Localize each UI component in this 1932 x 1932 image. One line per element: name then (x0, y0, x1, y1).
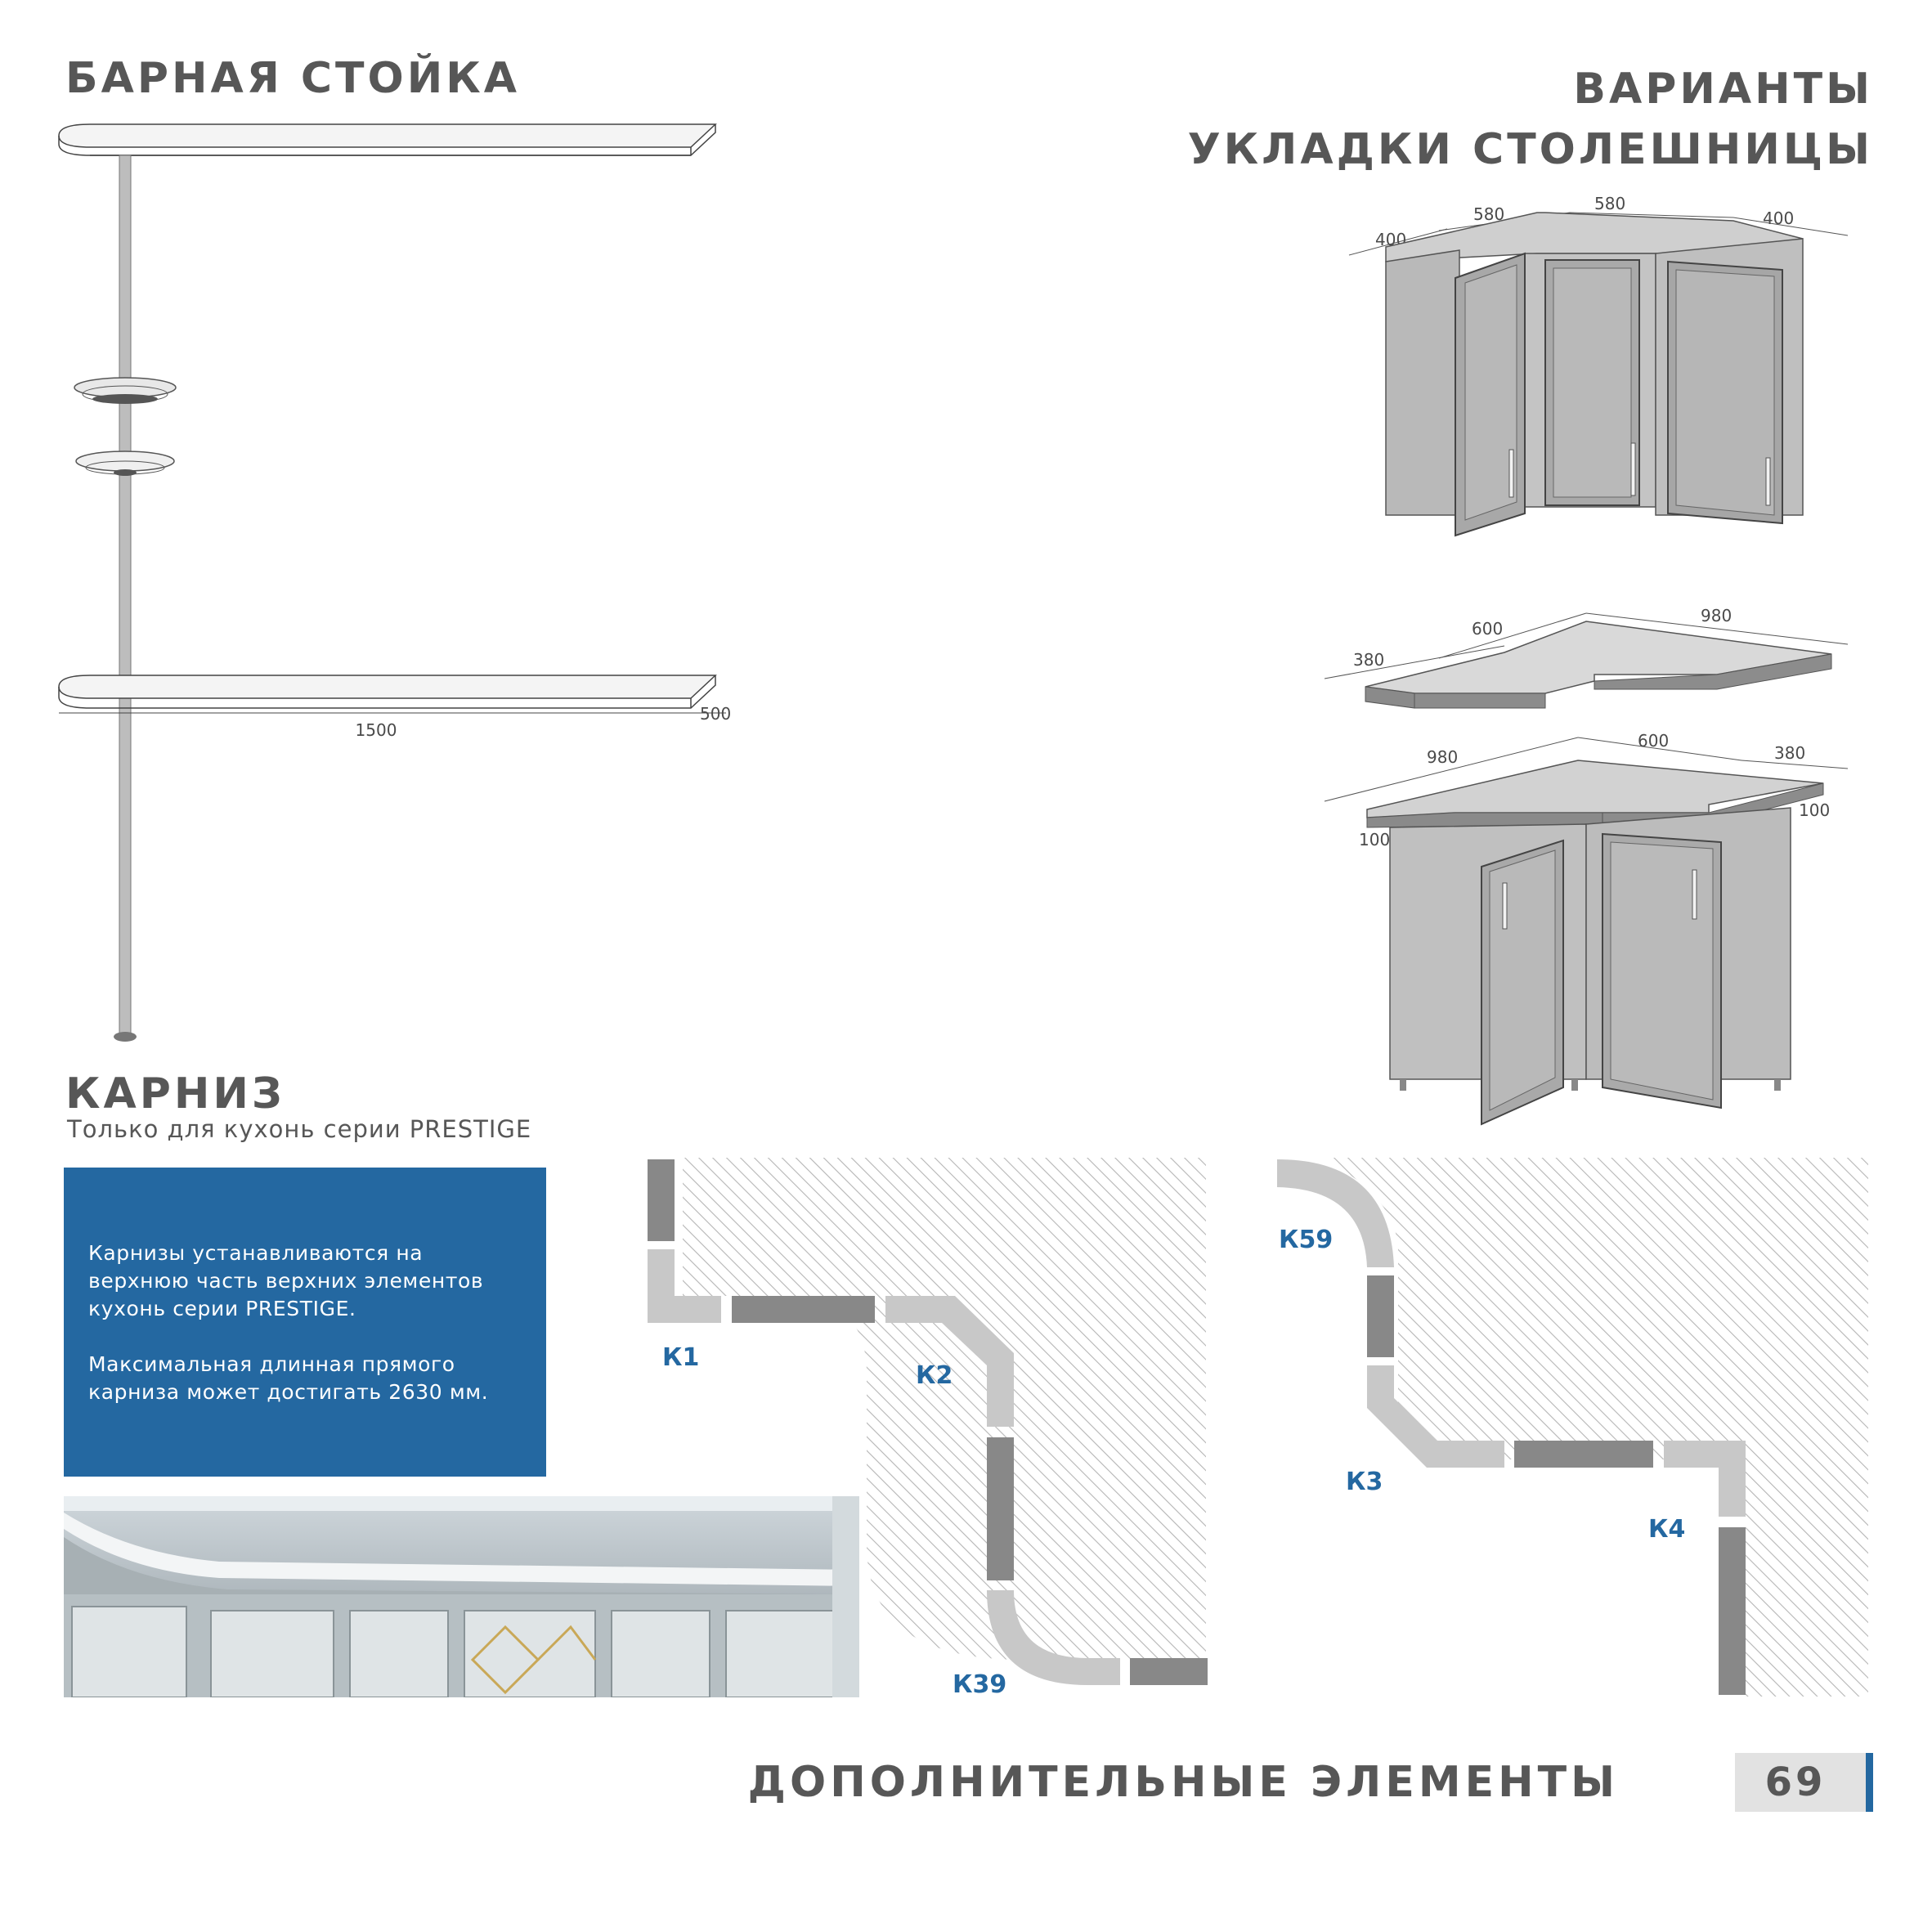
page-number-accent (1866, 1753, 1873, 1812)
cornice-segment-straight (1130, 1658, 1208, 1685)
worktop-b-dim-4: 100 (1359, 830, 1390, 849)
cornice-title: КАРНИЗ (65, 1069, 285, 1118)
cornice-layout-diagram-1: К1 К2 К39 (648, 1158, 1208, 1699)
worktop-variant-b: 980 600 380 100 100 (1324, 731, 1849, 1126)
cabinet-b-door-left (1481, 839, 1564, 1126)
kitchen-cornice-photo (64, 1496, 859, 1697)
variants-title-line1: ВАРИАНТЫ (1573, 65, 1873, 114)
cornice-segment-straight (1367, 1275, 1394, 1357)
cabinet-door-right (1667, 260, 1783, 525)
cornice-segment-straight (987, 1437, 1014, 1580)
cabinet-dim-3: 400 (1763, 208, 1794, 228)
cornice-label-k3: К3 (1346, 1468, 1383, 1496)
fruit-basket-lower (75, 451, 175, 476)
cornice-k2 (885, 1296, 1014, 1427)
cornice-segment-straight (648, 1159, 675, 1241)
cabinet-door-left (1455, 252, 1526, 537)
bar-dim-length: 1500 (356, 720, 397, 740)
cornice-k4 (1664, 1441, 1746, 1517)
cornice-label-k2: К2 (916, 1361, 953, 1390)
page-number: 69 (1764, 1759, 1827, 1805)
cornice-k3 (1367, 1365, 1504, 1468)
bar-counter-title: БАРНАЯ СТОЙКА (65, 54, 521, 103)
bar-dim-depth: 500 (700, 704, 731, 724)
cornice-layout-diagram-2: К59 К3 К4 (1277, 1158, 1868, 1697)
bar-pole (119, 155, 132, 1039)
footer-section-title: ДОПОЛНИТЕЛЬНЫЕ ЭЛЕМЕНТЫ (747, 1758, 1619, 1807)
cabinet-dim-2: 580 (1594, 194, 1625, 213)
bar-pole-foot (114, 1032, 137, 1042)
bar-counter-drawing: 1500 500 (58, 123, 731, 1042)
page-number-box (1735, 1753, 1866, 1812)
variants-title: ВАРИАНТЫ УКЛАДКИ СТОЛЕШНИЦЫ (1188, 59, 1873, 180)
cornice-label-k59: К59 (1279, 1226, 1333, 1254)
cornice-subtitle: Только для кухонь серии PRESTIGE (67, 1115, 532, 1143)
worktop-variant-a: 380 600 980 (1324, 606, 1849, 709)
worktop-b-dim-1: 600 (1638, 731, 1669, 751)
cornice-k1 (648, 1249, 721, 1323)
bar-upper-shelf (58, 123, 717, 156)
bar-lower-shelf (58, 675, 726, 714)
cabinet-door-middle (1544, 259, 1640, 506)
cornice-label-k1: К1 (662, 1343, 699, 1372)
cabinet-b-door-right (1602, 832, 1722, 1109)
worktop-a-dim-2: 980 (1701, 606, 1732, 625)
worktop-b-dim-3: 100 (1799, 800, 1830, 820)
variants-title-line2: УКЛАДКИ СТОЛЕШНИЦЫ (1187, 125, 1873, 174)
cornice-label-k4: К4 (1648, 1515, 1685, 1544)
worktop-b-dim-2: 380 (1774, 743, 1805, 763)
cornice-k39 (987, 1590, 1120, 1685)
cornice-label-k39: К39 (953, 1670, 1006, 1699)
worktop-a-dim-0: 380 (1353, 650, 1384, 670)
corner-cabinet-drawing: 400 580 580 400 (1348, 194, 1849, 537)
fruit-basket-upper (74, 377, 177, 404)
cornice-segment-straight (1514, 1441, 1653, 1468)
worktop-a-dim-1: 600 (1472, 619, 1503, 639)
cornice-info-paragraph-1: Карнизы устанавливаются на верхнюю часть… (88, 1241, 484, 1320)
cornice-segment-straight (732, 1296, 875, 1323)
worktop-b-dim-0: 980 (1427, 747, 1458, 767)
cornice-info-box: Карнизы устанавливаются на верхнюю часть… (64, 1168, 546, 1477)
cornice-info-paragraph-2: Максимальная длинная прямого карниза мож… (88, 1352, 489, 1404)
cornice-k59 (1277, 1159, 1394, 1267)
cornice-segment-straight (1719, 1527, 1746, 1695)
